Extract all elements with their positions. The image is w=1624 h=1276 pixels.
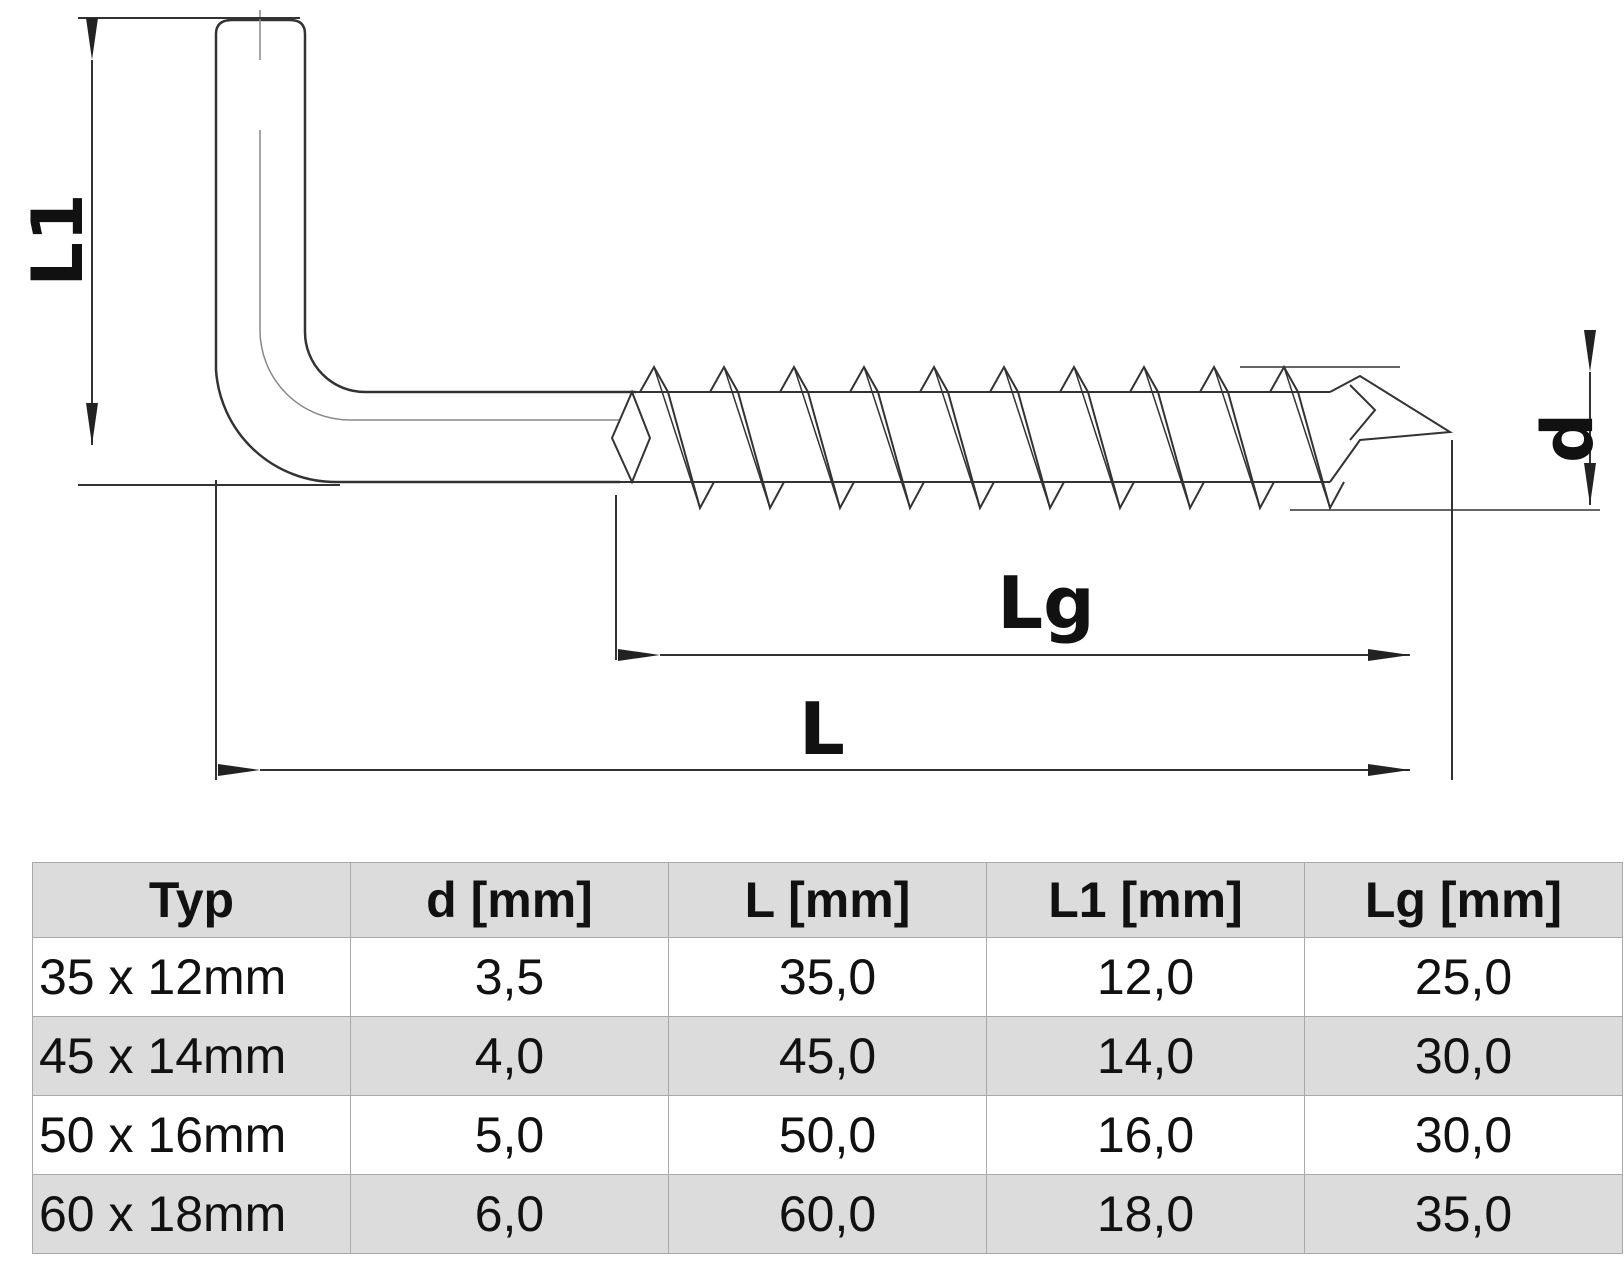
table-row: 50 x 16mm 5,0 50,0 16,0 30,0 (32, 1095, 1623, 1175)
cell-l1: 12,0 (986, 937, 1305, 1017)
cell-typ: 50 x 16mm (32, 1095, 351, 1175)
label-d: d (1527, 413, 1609, 463)
header-l1: L1 [mm] (986, 862, 1305, 938)
thread-crest (1059, 364, 1135, 511)
table-header-row: Typ d [mm] L [mm] L1 [mm] Lg [mm] (32, 862, 1623, 938)
thread-flank (1283, 366, 1331, 509)
cell-lg: 30,0 (1304, 1095, 1623, 1175)
cell-l1: 18,0 (986, 1174, 1305, 1254)
header-lg: Lg [mm] (1304, 862, 1623, 938)
thread-flank (863, 366, 911, 509)
cell-typ: 35 x 12mm (32, 937, 351, 1017)
thread-flank (1073, 366, 1121, 509)
cell-lg: 35,0 (1304, 1174, 1623, 1254)
cell-l1: 14,0 (986, 1016, 1305, 1096)
cell-l: 45,0 (668, 1016, 987, 1096)
thread-section (610, 364, 1600, 511)
table-row: 60 x 18mm 6,0 60,0 18,0 35,0 (32, 1174, 1623, 1254)
thread-flank (793, 366, 841, 509)
cell-lg: 25,0 (1304, 937, 1623, 1017)
thread-flank (1213, 366, 1261, 509)
cell-l: 60,0 (668, 1174, 987, 1254)
cell-d: 4,0 (350, 1016, 669, 1096)
label-lg: Lg (997, 561, 1094, 645)
thread-flank (933, 366, 981, 509)
thread-crest (639, 364, 715, 511)
thread-flank (723, 366, 771, 509)
thread-flank (1143, 366, 1191, 509)
screw-hook-drawing: L1 d Lg L (17, 10, 1609, 780)
thread-crest (919, 364, 995, 511)
table-row: 35 x 12mm 3,5 35,0 12,0 25,0 (32, 937, 1623, 1017)
label-l1: L1 (17, 193, 99, 286)
cell-typ: 60 x 18mm (32, 1174, 351, 1254)
thread-crest (709, 364, 785, 511)
thread-crest (1129, 364, 1205, 511)
thread-crest (1269, 364, 1345, 511)
cell-l1: 16,0 (986, 1095, 1305, 1175)
header-typ: Typ (32, 862, 351, 938)
thread-crest (989, 364, 1065, 511)
thread-crest (779, 364, 855, 511)
cell-d: 5,0 (350, 1095, 669, 1175)
dimension-l (215, 480, 1410, 780)
cell-l: 50,0 (668, 1095, 987, 1175)
cell-d: 6,0 (350, 1174, 669, 1254)
cell-l: 35,0 (668, 937, 987, 1017)
table-row: 45 x 14mm 4,0 45,0 14,0 30,0 (32, 1016, 1623, 1096)
label-l: L (799, 687, 845, 771)
thread-flank (1003, 366, 1051, 509)
specification-table: Typ d [mm] L [mm] L1 [mm] Lg [mm] 35 x 1… (32, 862, 1623, 1254)
thread-flank (653, 366, 701, 509)
header-d: d [mm] (350, 862, 669, 938)
hook-outline (214, 10, 636, 484)
dimension-l1 (78, 17, 340, 486)
header-l: L [mm] (668, 862, 987, 938)
dimension-lg (615, 440, 1453, 780)
thread-crest (1199, 364, 1275, 511)
thread-crest (849, 364, 925, 511)
cell-typ: 45 x 14mm (32, 1016, 351, 1096)
cell-lg: 30,0 (1304, 1016, 1623, 1096)
cell-d: 3,5 (350, 937, 669, 1017)
